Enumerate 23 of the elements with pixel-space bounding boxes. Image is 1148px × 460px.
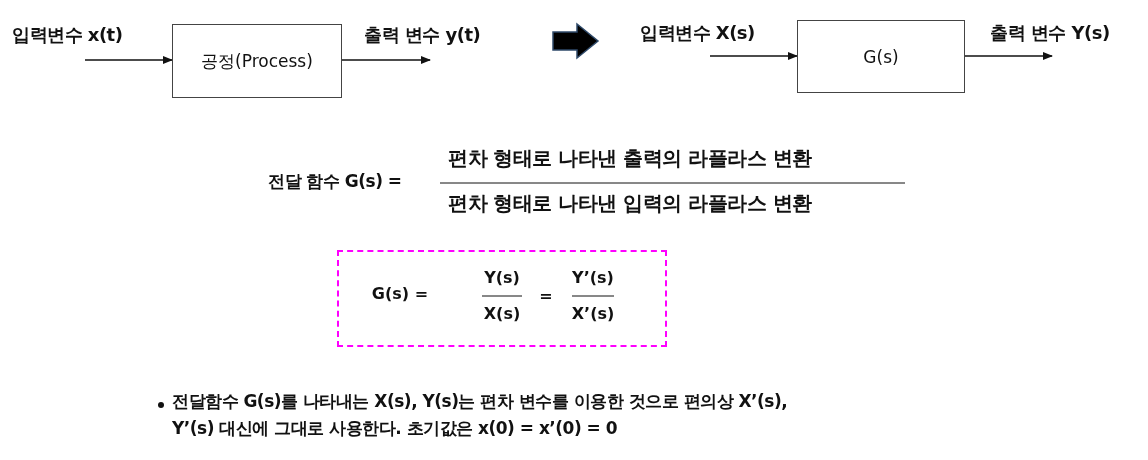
formula-text: Y(s) (484, 268, 520, 287)
arrow (964, 52, 1053, 60)
text-label: 편차 형태로 나타낸 입력의 라플라스 변환 (448, 190, 812, 217)
signal-label: 입력변수 X(s) (640, 22, 755, 44)
arrow (84, 56, 173, 64)
arrow (341, 56, 431, 64)
formula-text: = (539, 286, 553, 305)
box-label: G(s) (863, 46, 899, 67)
arrow (709, 52, 798, 60)
formula-text: X(s) (483, 304, 521, 323)
formula-text: G(s) = (371, 284, 429, 303)
signal-label: 출력 변수 Y(s) (990, 22, 1110, 44)
formula-text: Y’(s) (572, 268, 614, 287)
box-label: 공정(Process) (201, 49, 313, 73)
signal-label: 입력변수 x(t) (12, 24, 123, 46)
formula-text: X’(s) (571, 304, 615, 323)
signal-label: 출력 변수 y(t) (364, 24, 481, 46)
process-box (797, 20, 965, 93)
formula-box (337, 250, 667, 347)
note-paragraph: 전달함수 G(s)를 나타내는 X(s), Y(s)는 편차 변수를 이용한 것으로 편의상 X’(s), Y’(s) 대신에 그대로 사용한다. 초기값은 x(0) = x’(0) = 0 (172, 390, 789, 440)
text-label: 편차 형태로 나타낸 출력의 라플라스 변환 (448, 145, 812, 172)
text-label: 전달 함수 G(s) = (268, 170, 402, 193)
process-box (172, 24, 342, 98)
